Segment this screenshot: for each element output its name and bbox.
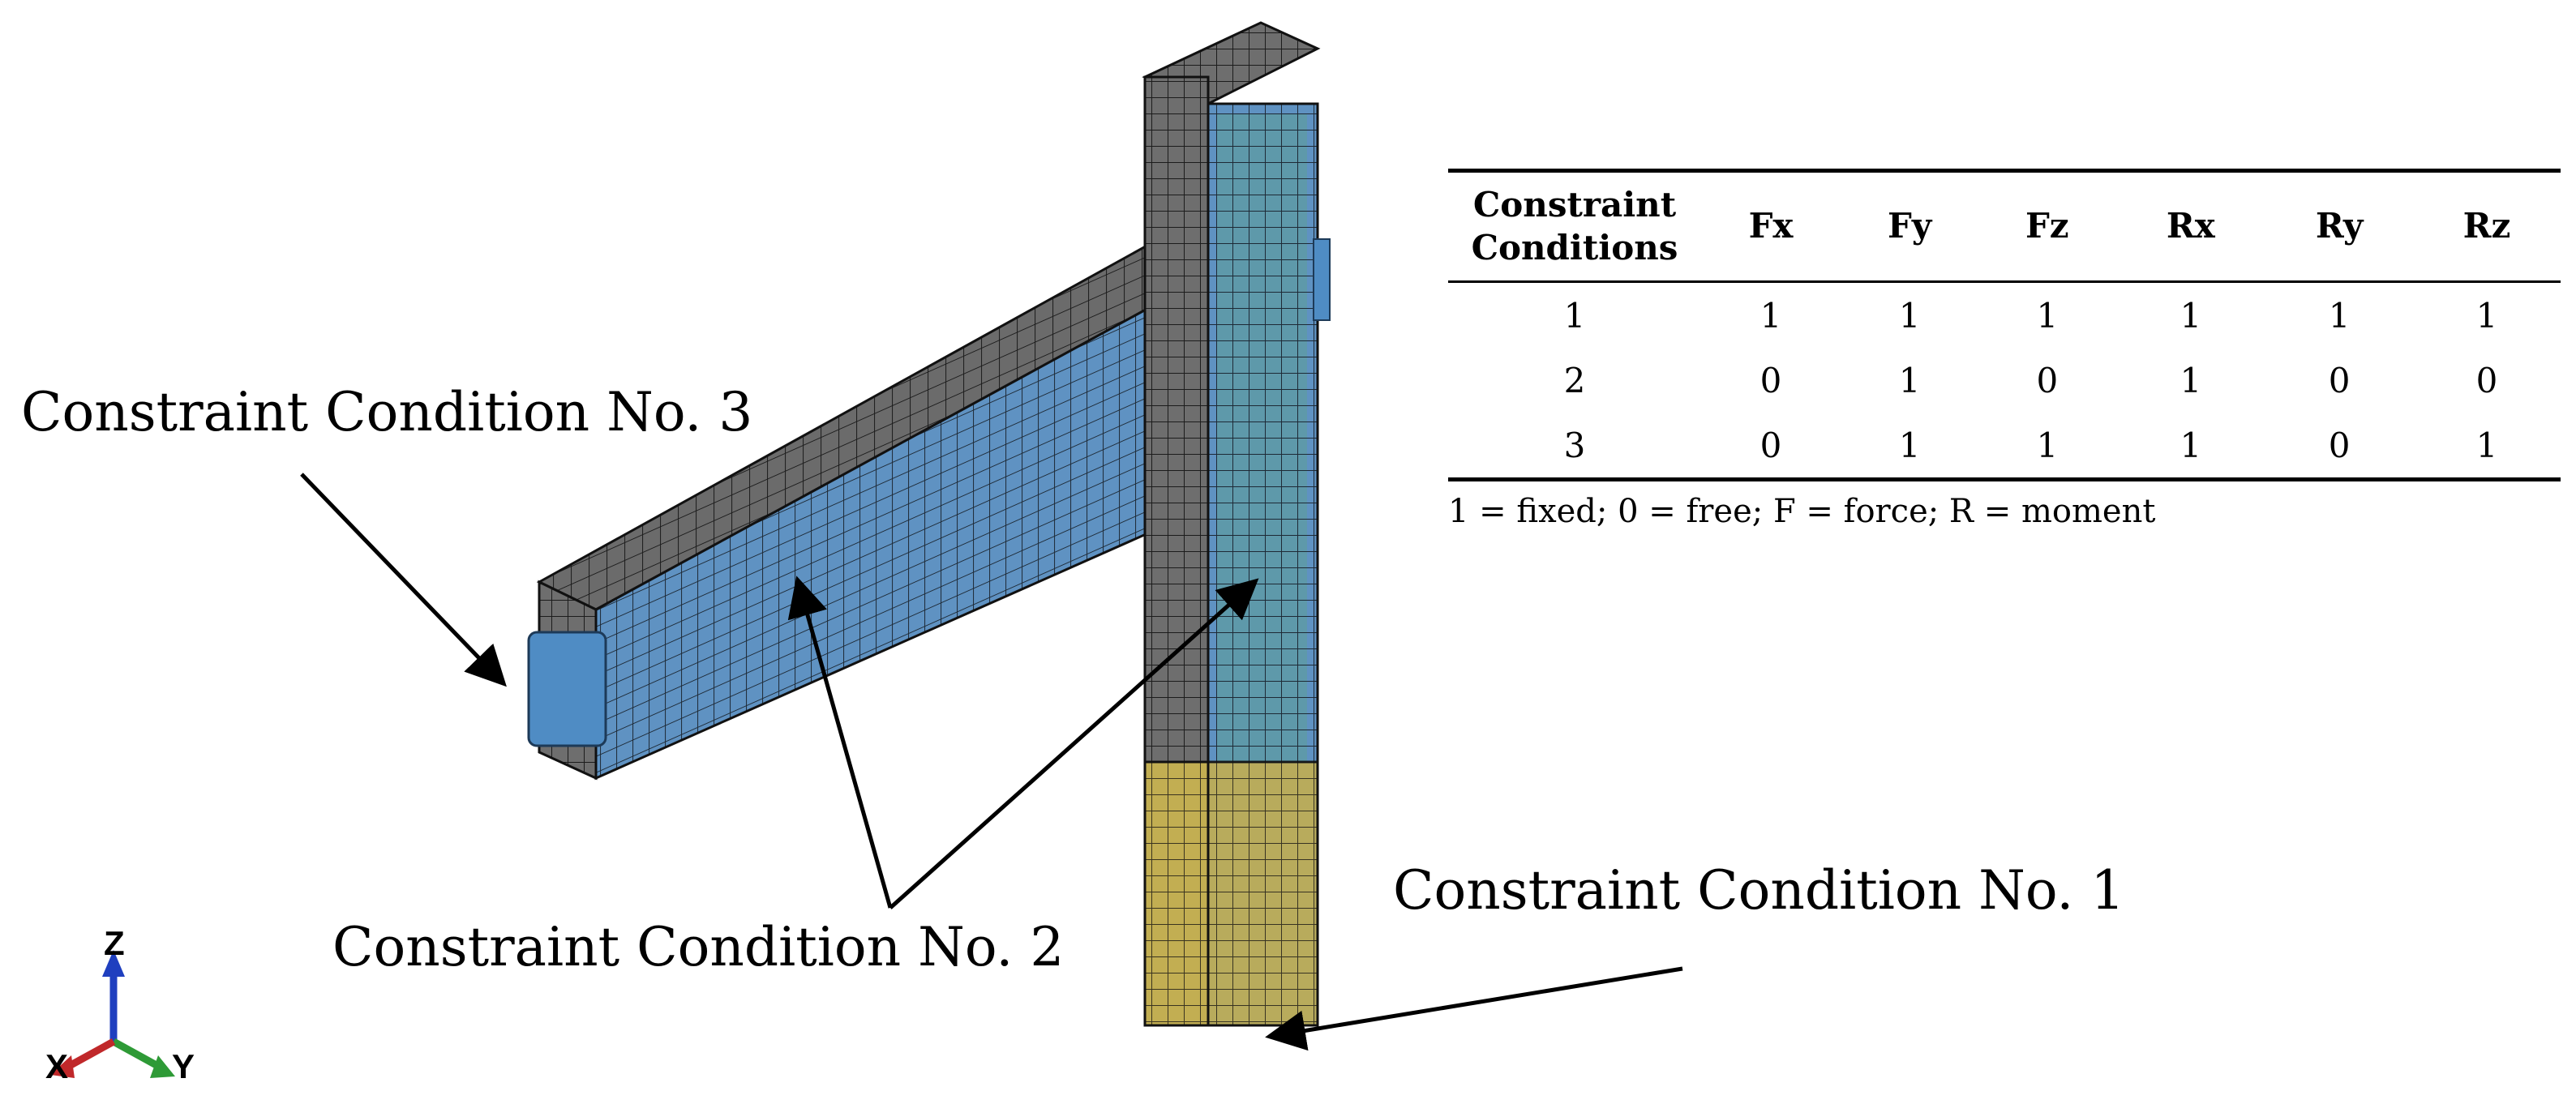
header-fz: Fz bbox=[2025, 206, 2069, 246]
axis-z-label: Z bbox=[104, 924, 125, 962]
table-cell: 1 bbox=[2036, 425, 2059, 465]
table-cell: 1 bbox=[2036, 295, 2059, 336]
table-cell: 1 bbox=[2475, 425, 2498, 465]
table-cell: 1 bbox=[1898, 360, 1921, 400]
column bbox=[1142, 21, 1331, 1027]
table-cell: 1 bbox=[2180, 295, 2202, 336]
arrow-condition-1 bbox=[1265, 966, 1683, 1051]
table-cell: 0 bbox=[2328, 360, 2351, 400]
table-note: 1 = fixed; 0 = free; F = force; R = mome… bbox=[1448, 493, 2156, 530]
header-rx: Rx bbox=[2166, 206, 2215, 246]
table-cell: 2 bbox=[1563, 360, 1586, 400]
table-header-row: Constraint Conditions Fx Fy Fz Rx Ry Rz bbox=[1448, 170, 2561, 282]
table-row: 1 1 1 1 1 1 1 bbox=[1448, 282, 2561, 349]
label-condition-2: Constraint Condition No. 2 bbox=[332, 916, 1065, 978]
label-condition-1: Constraint Condition No. 1 bbox=[1393, 859, 2125, 922]
table-cell: 1 bbox=[2180, 425, 2202, 465]
table-row: 3 0 1 1 1 0 1 bbox=[1448, 413, 2561, 480]
coordinate-triad: Z X Y bbox=[45, 924, 195, 1085]
arrow-condition-2-column bbox=[889, 578, 1259, 909]
table-cell: 1 bbox=[2328, 295, 2351, 336]
column-base-front-constraint bbox=[1207, 760, 1319, 1027]
table-cell: 1 bbox=[1759, 295, 1782, 336]
table-cell: 0 bbox=[1759, 425, 1782, 465]
constraint-table: Constraint Conditions Fx Fy Fz Rx Ry Rz … bbox=[1448, 169, 2561, 481]
column-base-left-constraint bbox=[1143, 760, 1210, 1027]
header-constraint-conditions: Constraint Conditions bbox=[1471, 185, 1678, 267]
table-cell: 1 bbox=[1563, 295, 1586, 336]
table-cell: 1 bbox=[1898, 295, 1921, 336]
table-cell: 0 bbox=[2475, 360, 2498, 400]
table-cell: 0 bbox=[2328, 425, 2351, 465]
label-condition-3: Constraint Condition No. 3 bbox=[21, 381, 753, 443]
header-rz: Rz bbox=[2462, 206, 2511, 246]
arrow-condition-2-beam bbox=[787, 576, 893, 909]
table-cell: 1 bbox=[2475, 295, 2498, 336]
constraint-table-container: Constraint Conditions Fx Fy Fz Rx Ry Rz … bbox=[1448, 169, 2561, 530]
beam-end-constraint bbox=[527, 631, 607, 747]
table-cell: 3 bbox=[1563, 425, 1586, 465]
header-ry: Ry bbox=[2315, 206, 2364, 246]
table-cell: 0 bbox=[1759, 360, 1782, 400]
table-cell: 1 bbox=[1898, 425, 1921, 465]
table-row: 2 0 1 0 1 0 0 bbox=[1448, 348, 2561, 413]
header-fy: Fy bbox=[1888, 206, 1932, 246]
arrow-condition-3 bbox=[300, 473, 507, 687]
axis-x-label: X bbox=[45, 1047, 68, 1085]
table-cell: 0 bbox=[2036, 360, 2059, 400]
axis-y-label: Y bbox=[172, 1047, 195, 1085]
table-cell: 1 bbox=[2180, 360, 2202, 400]
beam bbox=[527, 242, 1210, 781]
header-fx: Fx bbox=[1748, 206, 1794, 246]
